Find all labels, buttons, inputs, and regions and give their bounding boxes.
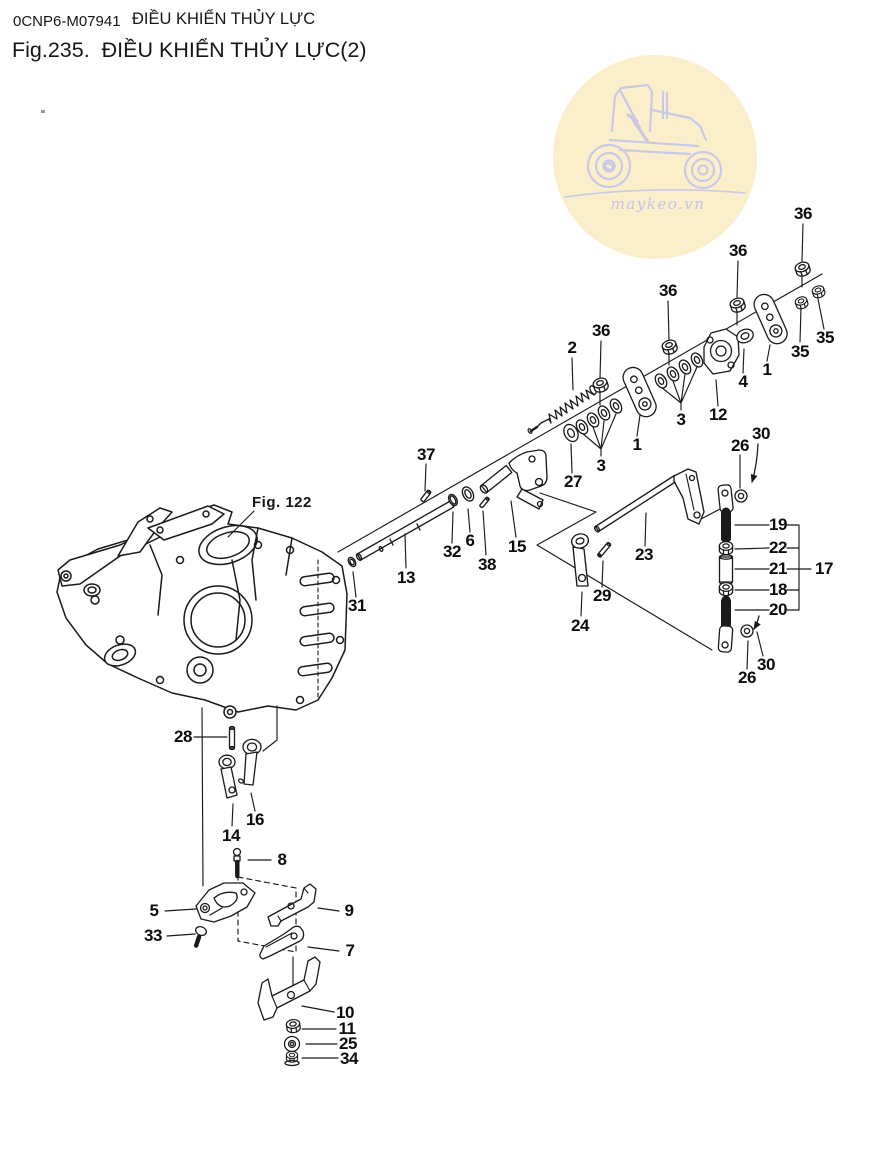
part-callout-1: 1 [632,435,642,454]
part-callout-3: 3 [676,410,686,429]
yoke-15-drawing [479,449,548,510]
part-callout-35: 35 [791,342,809,361]
document-code: 0CNP6-M07941 [13,13,121,30]
part-callout-14: 14 [222,826,240,845]
part-callout-36: 36 [592,321,610,340]
part-callout-20: 20 [769,600,787,619]
part-callout-35: 35 [816,328,834,347]
part-callout-31: 31 [348,596,366,615]
part-callout-18: 18 [769,580,787,599]
part-callout-4: 4 [738,372,748,391]
part-callout-36: 36 [729,241,747,260]
part-callout-32: 32 [443,542,461,561]
part-callout-13: 13 [397,568,415,587]
part-callout-16: 16 [246,810,264,829]
part-callout-38: 38 [478,555,496,574]
part-callout-23: 23 [635,545,653,564]
part-callout-12: 12 [709,405,727,424]
part-callout-21: 21 [769,559,787,578]
print-artifact-dot [41,110,45,113]
part-callout-24: 24 [571,616,589,635]
part-callout-37: 37 [417,445,435,464]
part-callout-2: 2 [567,338,577,357]
shaft-13-drawing [347,486,490,568]
part-callout-22: 22 [769,538,787,557]
part-callout-3: 3 [596,456,606,475]
tractor-watermark-icon [564,83,746,198]
part-callout-26: 26 [731,436,749,455]
part-callout-27: 27 [564,472,582,491]
part-callout-30: 30 [752,424,770,443]
figure-ref-label: Fig. 122 [252,494,312,511]
watermark-background [553,55,757,259]
washer-plate-row-drawing [563,259,827,457]
part-callout-28: 28 [174,727,192,746]
watermark-text: maykeo.vn [610,195,706,213]
part-callout-36: 36 [659,281,677,300]
rod-23-link-24-drawing [570,468,705,587]
part-callout-5: 5 [149,901,159,920]
construction-lines [201,273,823,993]
part-callout-26: 26 [738,668,756,687]
part-callout-10: 10 [336,1003,354,1022]
part-callout-11: 11 [338,1019,356,1038]
leader-lines [164,223,825,1059]
part-callout-6: 6 [465,531,475,550]
gearbox-housing-drawing [56,504,348,719]
part-callout-19: 19 [769,515,787,534]
part-callout-1: 1 [762,360,772,379]
part-callout-33: 33 [144,926,162,945]
part-callout-15: 15 [508,537,526,556]
part-callout-36: 36 [794,204,812,223]
figure-title: Fig.235. ĐIỀU KHIỂN THỦY LỰC(2) [12,38,367,62]
turnbuckle-17-stack-drawing [717,443,761,653]
part-callout-34: 34 [340,1049,358,1068]
part-callout-17: 17 [815,559,833,578]
part-callout-9: 9 [344,901,354,920]
part-callout-8: 8 [277,850,287,869]
document-title: ĐIỀU KHIỂN THỦY LỰC [132,10,316,28]
lower-linkage-parts-drawing [193,725,321,1067]
part-callout-29: 29 [593,586,611,605]
part-callout-25: 25 [339,1034,357,1053]
part-callout-7: 7 [345,941,355,960]
part-callout-30: 30 [757,655,775,674]
